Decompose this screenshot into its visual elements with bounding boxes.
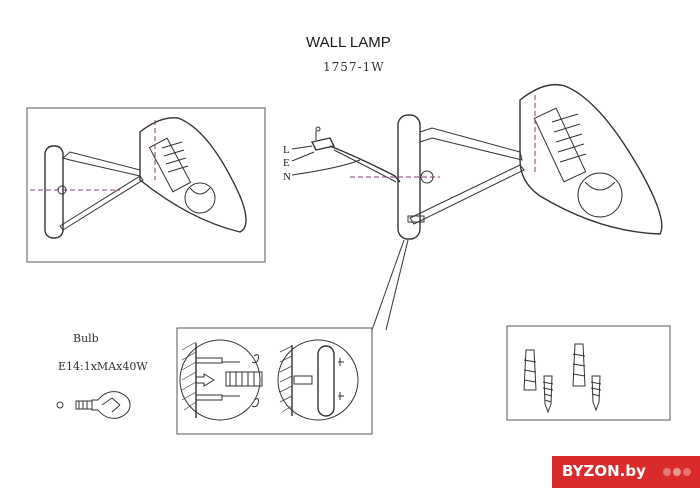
bulb-glass-icon	[91, 391, 131, 419]
bulb-spec: E14:1xMAx40W	[58, 360, 148, 373]
main-socket	[533, 107, 587, 183]
main-lower-arm	[409, 164, 525, 225]
mounting-bar-screw	[225, 371, 263, 387]
mounting-detail-frame	[176, 327, 373, 435]
bulb-base-icon	[75, 400, 93, 410]
left-mount-screw	[57, 185, 67, 195]
main-arm-joint	[407, 215, 425, 223]
dowel-ribs-1	[523, 359, 537, 383]
bulb-base-thread-icon	[78, 401, 88, 409]
main-lamp-view: L E N	[283, 83, 663, 240]
main-upper-arm	[419, 127, 523, 161]
screws-left	[222, 361, 240, 397]
terminal-screw	[315, 126, 321, 132]
brand-name: BYZON.by	[562, 462, 646, 480]
rotate-arrow-upper-icon	[251, 354, 259, 364]
left-bulb	[184, 182, 216, 214]
wire-label-e: E	[283, 157, 290, 169]
left-view-frame	[26, 107, 266, 263]
anchor-lower	[195, 394, 223, 401]
screw-thread-2	[590, 381, 602, 397]
left-lamp-shade	[139, 117, 247, 233]
brand-badge: BYZON.by	[552, 456, 700, 488]
left-upper-arm	[61, 151, 141, 177]
mounted-wall-plate	[317, 345, 335, 417]
wall-dowel-2-icon	[572, 343, 586, 387]
fixings-kit	[506, 325, 671, 421]
wall-dowel-icon	[523, 349, 537, 391]
terminal-block	[310, 137, 336, 151]
detail-leader-lines	[371, 239, 409, 331]
main-bulb	[577, 172, 623, 218]
mounting-bar-thread	[229, 372, 255, 386]
main-socket-thread	[551, 113, 587, 163]
wall-hatch-left	[181, 341, 197, 411]
supply-cable-inner	[333, 149, 397, 183]
detail-circle-left	[179, 339, 261, 421]
screw-2-icon	[591, 375, 601, 412]
left-socket	[148, 137, 192, 193]
bulb-contact-icon	[56, 401, 64, 409]
bulb-section: Bulb E14:1xMAx40W	[56, 332, 148, 419]
left-bulb-filament	[189, 187, 211, 195]
supply-cable	[329, 145, 401, 183]
left-lamp-view	[26, 107, 266, 263]
wire-label-l: L	[283, 144, 290, 156]
bulb-filament-icon	[101, 397, 121, 413]
diagram-title: WALL LAMP	[306, 34, 391, 51]
left-wall-plate	[44, 145, 64, 239]
model-number: 1757-1W	[323, 60, 385, 74]
brand-logo-icon	[663, 468, 691, 476]
mounting-screw-heads	[338, 358, 344, 400]
wire-leads	[291, 145, 361, 176]
main-bulb-filament	[584, 181, 616, 191]
dowel-ribs-2	[572, 353, 586, 377]
wire-label-n: N	[283, 171, 291, 183]
wall-hatch-right	[279, 345, 293, 413]
screw-icon	[543, 375, 553, 414]
insert-arrow-icon	[195, 373, 215, 387]
main-lamp-shade	[519, 83, 663, 235]
bulb-label: Bulb	[73, 332, 99, 345]
left-lower-arm	[59, 175, 144, 231]
mounting-bar-fixed	[293, 375, 313, 385]
screw-thread-1	[542, 381, 554, 403]
rotate-arrow-lower-icon	[251, 398, 259, 408]
fixings-frame	[506, 325, 671, 421]
detail-circle-right	[277, 339, 359, 421]
left-socket-thread	[161, 141, 189, 173]
anchor-upper	[195, 357, 223, 364]
mounting-detail	[176, 327, 373, 435]
